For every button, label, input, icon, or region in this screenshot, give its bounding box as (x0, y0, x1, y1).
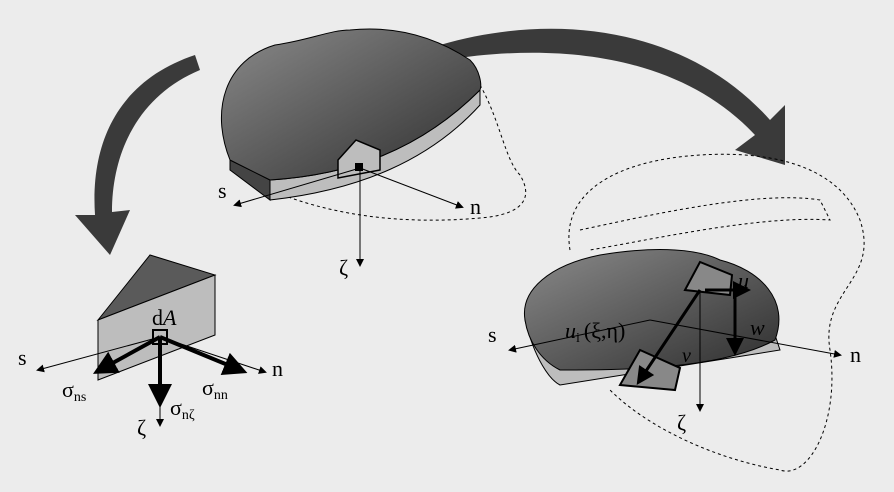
svg-text:dA: dA (152, 305, 177, 330)
right-v-label: v (682, 345, 691, 367)
left-s-label: s (18, 345, 27, 370)
right-s-label: s (488, 322, 497, 347)
svg-text:σns: σns (62, 377, 86, 405)
svg-text:ui(ξ,η): ui (ξ,η) (565, 318, 625, 346)
ui-args: (ξ,η) (584, 318, 625, 343)
top-n-label: n (470, 194, 481, 219)
ui-u: u (565, 318, 576, 343)
right-w-label: w (750, 315, 765, 340)
left-zeta-label: ζ (137, 415, 146, 440)
top-s-label: s (218, 178, 227, 203)
sigma-nn-sub: nn (214, 388, 228, 403)
right-zeta-label: ζ (677, 410, 686, 435)
dA-A: A (161, 305, 177, 330)
top-zeta-label: ζ (339, 255, 348, 280)
right-u-label: u (738, 268, 749, 293)
left-n-label: n (272, 356, 283, 381)
right-body: u s ui(ξ,η) w v n ζ (488, 153, 865, 472)
sigma-nzeta-sub: nζ (182, 408, 195, 423)
sigma-nn: σ (202, 375, 214, 400)
curved-arrow-left (75, 55, 200, 255)
sigma-nzeta: σ (170, 395, 182, 420)
right-n-label: n (850, 342, 861, 367)
sigma-ns: σ (62, 377, 74, 402)
dA-d: d (152, 305, 163, 330)
left-wedge: dA s n σns σnζ σnn ζ (18, 254, 283, 440)
ui-sub: i (576, 331, 580, 346)
svg-text:σnζ: σnζ (170, 395, 195, 423)
curved-arrow-right (440, 28, 785, 165)
sigma-ns-sub: ns (74, 390, 86, 405)
top-body: s n ζ (218, 28, 527, 280)
svg-text:σnn: σnn (202, 375, 228, 403)
